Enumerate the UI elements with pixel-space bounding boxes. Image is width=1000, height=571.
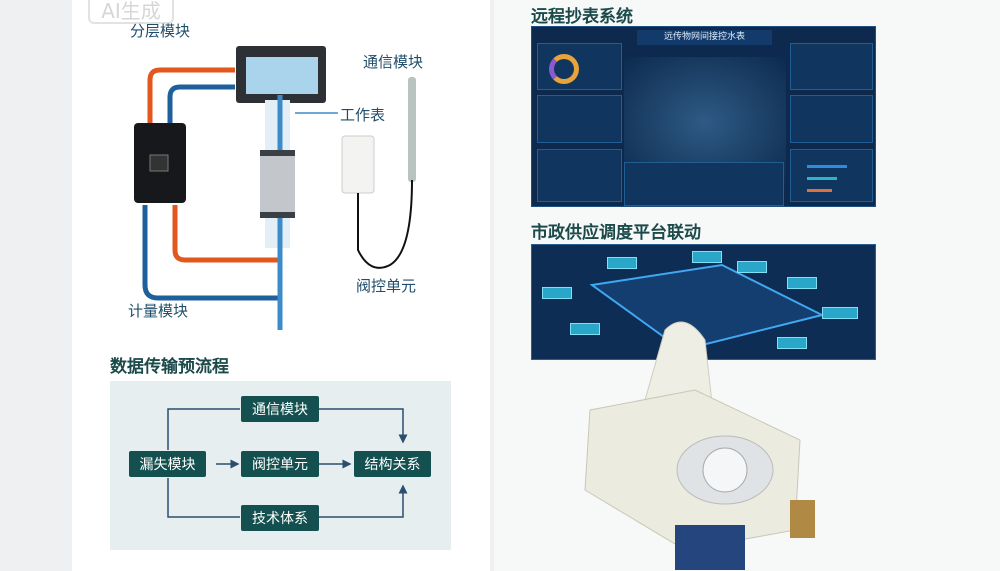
donut-chart (549, 54, 579, 84)
label-metering-module: 计量模块 (128, 302, 189, 320)
label-layer-module: 分层模块 (130, 22, 191, 40)
flow-node-source: 漏失模块 (129, 451, 206, 477)
flow-title: 数据传输预流程 (110, 357, 229, 377)
work-meter-body (260, 150, 295, 218)
blue-pipe-bottom (142, 205, 280, 301)
valve-unit-box (341, 135, 375, 194)
remote-title: 远程抄表系统 (531, 7, 633, 27)
smart-water-meter-photo (584, 321, 815, 570)
flow-node-tech: 技术体系 (241, 505, 319, 531)
blue-pipe-top (167, 84, 235, 125)
label-comm-module: 通信模块 (363, 53, 424, 71)
flow-node-valve: 阀控单元 (241, 451, 319, 477)
ai-watermark: AI生成 (88, 0, 174, 24)
meter-assembly-illustration (134, 46, 416, 330)
flow-diagram: 漏失模块 通信模块 阀控单元 技术体系 结构关系 (110, 381, 451, 550)
label-valve-unit: 阀控单元 (356, 277, 417, 295)
orange-pipe-bottom (172, 205, 280, 263)
antenna (408, 77, 416, 182)
orange-pipe-top (147, 67, 235, 125)
label-work-meter: 工作表 (340, 106, 386, 124)
flow-connectors (167, 408, 408, 518)
flow-node-comm: 通信模块 (241, 396, 319, 422)
dashboard-screenshot: 远传物网间接控水表 (531, 26, 876, 207)
flow-node-target: 结构关系 (354, 451, 431, 477)
platform-screenshot (531, 244, 876, 360)
municipal-title: 市政供应调度平台联动 (531, 223, 701, 243)
dashboard-title: 远传物网间接控水表 (637, 30, 772, 45)
